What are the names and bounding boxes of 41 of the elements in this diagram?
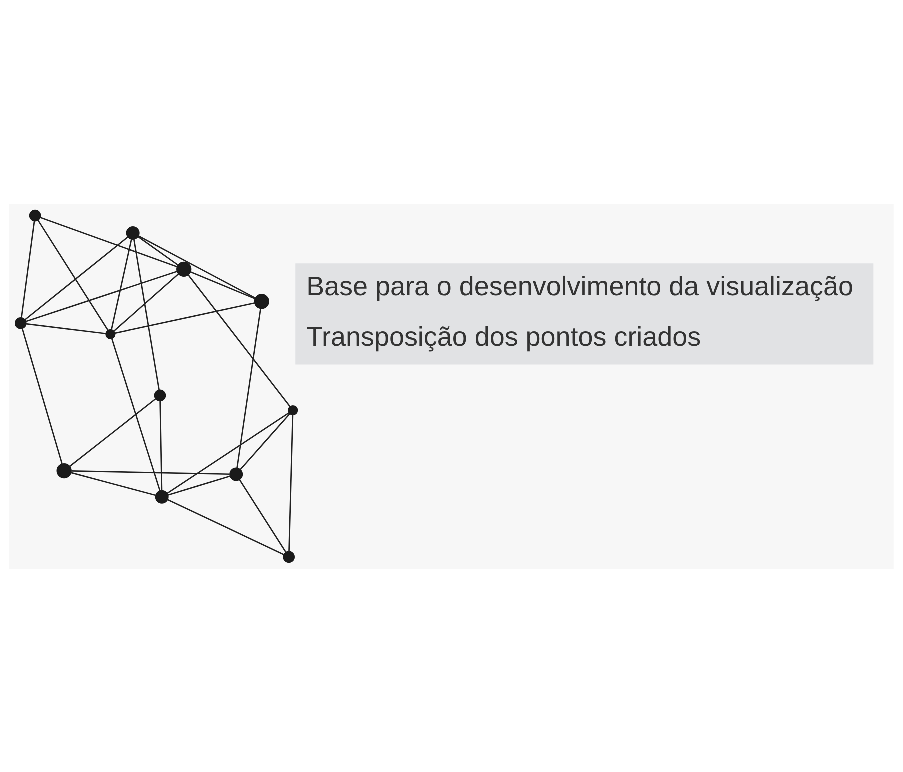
connector (26, 270, 178, 322)
connector (114, 302, 256, 334)
connector (38, 219, 109, 330)
node-circle (230, 467, 244, 481)
connector (114, 273, 180, 332)
node-circle (154, 389, 166, 402)
connector (168, 475, 230, 496)
connector (160, 400, 163, 491)
connector (236, 308, 262, 468)
connector (110, 238, 132, 330)
connector (70, 472, 156, 496)
node-circle (288, 404, 298, 416)
connector (166, 412, 290, 494)
node-circle (106, 328, 116, 339)
connector (167, 498, 285, 556)
node-circle (15, 317, 27, 329)
connector (133, 238, 160, 390)
label: Base para o desenvolvimento da visualização (306, 270, 854, 301)
node-circle (56, 462, 72, 478)
node-circle (126, 226, 140, 240)
connector (138, 234, 256, 298)
connector (111, 338, 161, 492)
connector (69, 398, 157, 467)
node-circle (254, 294, 270, 309)
node-circle (176, 261, 192, 277)
connector (26, 322, 106, 334)
node-circle (29, 209, 42, 222)
connector (288, 414, 294, 552)
connector (22, 328, 63, 464)
connector (190, 271, 256, 300)
node-circle (155, 490, 169, 504)
connector (188, 274, 291, 407)
connector (20, 220, 36, 318)
connector (239, 479, 287, 553)
connector (40, 216, 178, 268)
node-circle (283, 550, 295, 563)
label: Transposição dos pontos criados (306, 321, 702, 352)
connector (24, 236, 129, 320)
connector (138, 236, 178, 266)
connector (72, 470, 230, 475)
connector (240, 413, 291, 470)
